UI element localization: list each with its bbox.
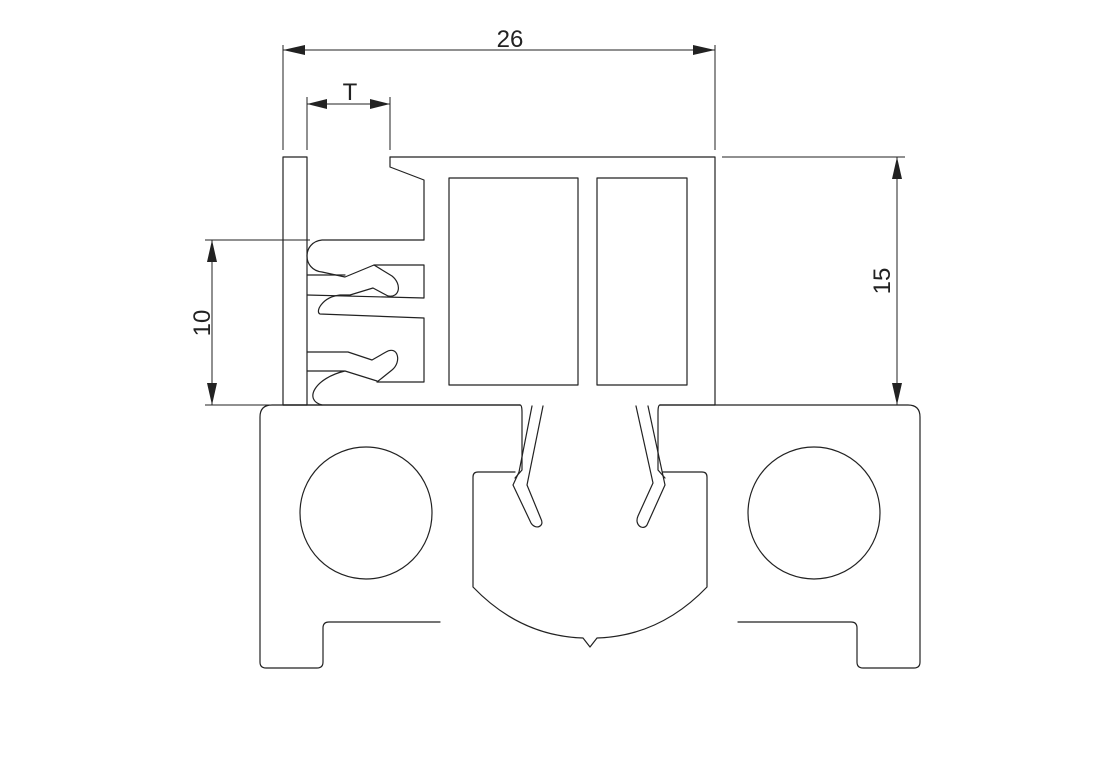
comb-teeth bbox=[306, 239, 425, 383]
chamber-left bbox=[448, 177, 579, 386]
width-label: 26 bbox=[497, 26, 524, 53]
center-pocket bbox=[472, 471, 708, 648]
arrow-left-icon bbox=[283, 45, 305, 55]
arrow-right-icon bbox=[693, 45, 715, 55]
dimension-width: 26 bbox=[282, 26, 716, 150]
dimension-thickness: T bbox=[306, 79, 391, 150]
dimension-height: 15 bbox=[720, 156, 905, 406]
screw-hole-right bbox=[747, 446, 881, 580]
dimension-comb-height: 10 bbox=[189, 239, 310, 406]
chamber-right bbox=[596, 177, 688, 386]
comb-height-label: 10 bbox=[189, 310, 216, 337]
height-label: 15 bbox=[869, 268, 896, 295]
thickness-label: T bbox=[343, 79, 358, 106]
base-profile bbox=[259, 404, 921, 669]
screw-hole-left bbox=[299, 446, 433, 580]
